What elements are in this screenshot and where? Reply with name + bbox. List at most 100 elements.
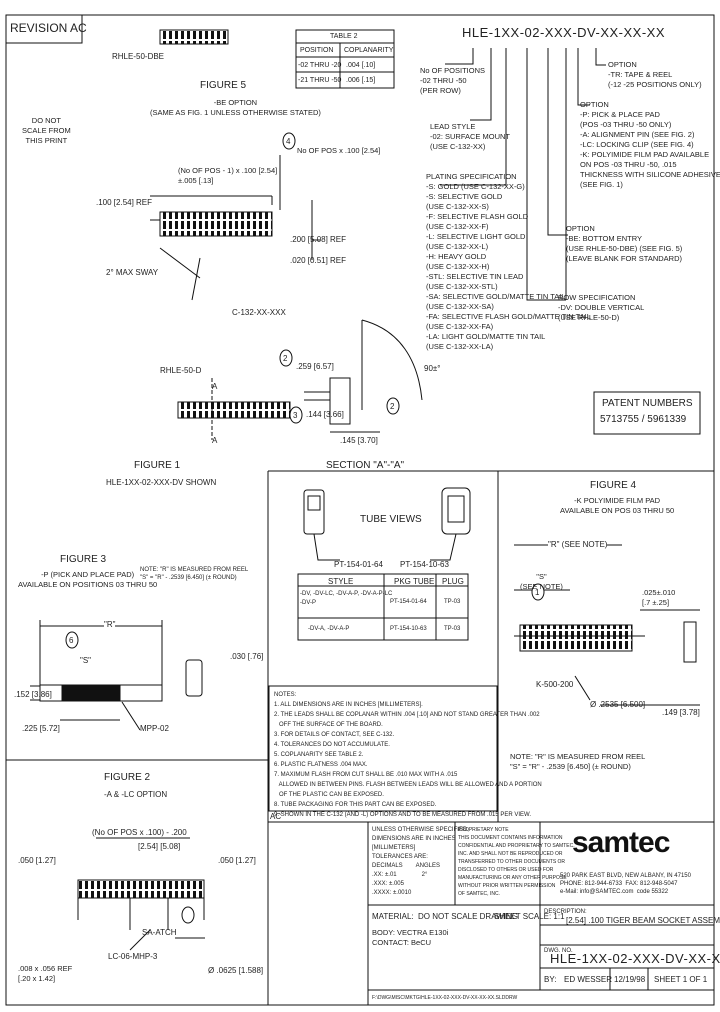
tube-table-header: PKG TUBE — [394, 577, 435, 586]
tube-right-label: PT-154-10-63 — [400, 560, 449, 569]
rev-tag: AC — [270, 812, 282, 821]
tube-table-cell: -DV-A, -DV-A-P — [308, 626, 350, 632]
table2-title: TABLE 2 — [330, 33, 358, 40]
callout-option-tr: OPTION -TR: TAPE & REEL (-12 -25 POSITIO… — [608, 60, 702, 89]
figure1-subtitle: HLE-1XX-02-XXX-DV SHOWN — [106, 478, 217, 487]
figure3-subtitle: -P (PICK AND PLACE PAD) AVAILABLE ON POS… — [18, 570, 158, 589]
figure2-part1: SA-ATCH — [142, 928, 177, 937]
tube-table-cell: TP-03 — [444, 599, 461, 605]
samtec-logo: samtec — [572, 826, 670, 859]
figure2-title: FIGURE 2 — [104, 772, 151, 783]
figure5-ref2: .200 [5.08] REF — [290, 235, 347, 244]
company-address: 520 PARK EAST BLVD, NEW ALBANY, IN 47150… — [560, 873, 691, 895]
figure5-subtitle: -BE OPTION (SAME AS FIG. 1 UNLESS OTHERW… — [150, 98, 321, 117]
tube-table-cell: TP-03 — [444, 626, 461, 632]
balloon-number: 2 — [283, 354, 288, 363]
figure1-angle: 90±° — [424, 364, 441, 373]
figure1-title: FIGURE 1 — [134, 460, 181, 471]
table2-header-position: POSITION — [300, 47, 334, 54]
revision-label: REVISION AC — [10, 21, 87, 35]
figure2-dim3: .050 [1.27] — [18, 856, 56, 865]
tube-table-header: PLUG — [442, 577, 464, 586]
callout-option-be: OPTION -BE: BOTTOM ENTRY (USE RHLE-50-DB… — [566, 224, 683, 263]
figure2-dim1: (No OF POS x .100) - .200 — [92, 828, 187, 837]
tube-table-cell: PT-154-01-64 — [390, 599, 427, 605]
figure1-section-mark: A — [212, 436, 218, 445]
figure3-title: FIGURE 3 — [60, 554, 107, 565]
callout-lead-style: LEAD STYLE -02: SURFACE MOUNT (USE C-132… — [430, 122, 511, 151]
drawn-by-label: BY: — [544, 975, 557, 984]
figure1-dim-h: .259 [6.57] — [296, 362, 334, 371]
figure4-dim-r: "R" (SEE NOTE) — [548, 540, 608, 549]
balloon-number: 6 — [69, 636, 74, 645]
patent-box — [593, 391, 701, 435]
part-number-pattern: HLE-1XX-02-XXX-DV-XX-XX-XX — [462, 25, 666, 40]
figure1-section-mark: A — [212, 382, 218, 391]
tube-views-title: TUBE VIEWS — [360, 514, 422, 525]
figure2-dim4: .050 [1.27] — [218, 856, 256, 865]
figure3-dim-t: .030 [.76] — [230, 652, 264, 661]
figure3-part: MPP-02 — [140, 724, 169, 733]
file-path: F:\DWG\MISC\MKTG\HLE-1XX-02-XXX-DV-XX-XX… — [372, 995, 518, 1001]
tube-left-label: PT-154-01-64 — [334, 560, 383, 569]
figure4-note: NOTE: "R" IS MEASURED FROM REEL "S" = "R… — [510, 752, 646, 771]
do-not-scale-note: DO NOT SCALE FROM THIS PRINT — [22, 116, 71, 145]
tolerance-block: UNLESS OTHERWISE SPECIFIED, DIMENSIONS A… — [372, 827, 469, 896]
figure2-dim2: [2.54] [5.08] — [138, 842, 181, 851]
figure5-dim1: No OF POS x .100 [2.54] — [297, 146, 381, 155]
figure3-dim-r: "R" — [104, 620, 116, 629]
figure5-contact: C-132-XX-XXX — [232, 308, 286, 317]
table2-cell: .006 [.15] — [346, 77, 376, 84]
figure4-dim-s: "S" (SEE NOTE) — [520, 572, 563, 591]
figure5-ref1: .100 [2.54] REF — [96, 198, 153, 207]
tube-table-header: STYLE — [328, 577, 354, 586]
figure4-subtitle: -K POLYIMIDE FILM PAD AVAILABLE ON POS 0… — [560, 496, 675, 515]
table2-header-coplanarity: COPLANARITY — [344, 47, 394, 54]
figure4-title: FIGURE 4 — [590, 480, 637, 491]
figure3-note: NOTE: "R" IS MEASURED FROM REEL "S" = "R… — [140, 567, 249, 581]
tube-table-cell: -DV, -DV-LC, -DV-A-P, -DV-A-P-LC -DV-P — [300, 591, 393, 606]
figure3-dim-s: "S" — [80, 656, 92, 665]
table2-cell: -02 THRU -20 — [298, 62, 342, 69]
material-label: MATERIAL: — [372, 912, 414, 921]
sheet-number: SHEET 1 OF 1 — [654, 975, 708, 984]
figure1-dim-w: .144 [3.66] — [306, 410, 344, 419]
drawn-by: ED WESSER — [564, 975, 613, 984]
balloon-number: 2 — [390, 402, 395, 411]
figure3-dim-b: .225 [5.72] — [22, 724, 60, 733]
balloon-number: 1 — [535, 588, 540, 597]
figure5-part: RHLE-50-DBE — [112, 52, 165, 61]
dwg-number: HLE-1XX-02-XXX-DV-XX-XX-XX — [550, 951, 720, 966]
do-not-scale-drawing: DO NOT SCALE DRAWING — [418, 912, 519, 921]
material-value: BODY: VECTRA E130i CONTACT: BeCU — [372, 928, 449, 947]
figure4-dim-thk: .025±.010 [.7 ±.25] — [642, 588, 676, 607]
callout-option-mid: OPTION -P: PICK & PLACE PAD (POS -03 THR… — [580, 100, 720, 189]
drawing-date: 12/19/98 — [614, 975, 646, 984]
general-notes: NOTES: 1. ALL DIMENSIONS ARE IN INCHES [… — [274, 692, 542, 818]
dwg-no-label: DWG. NO. — [544, 948, 573, 954]
figure4-dim-h: .149 [3.78] — [662, 708, 700, 717]
figure5-dim2: (No OF POS - 1) x .100 [2.54] ±.005 [.13… — [178, 166, 278, 185]
sheet-border — [5, 14, 715, 1006]
figure2-subtitle: -A & -LC OPTION — [104, 790, 168, 799]
figure2-dim6: Ø .0625 [1.588] — [208, 966, 264, 975]
figure1-part: RHLE-50-D — [160, 366, 202, 375]
balloon-number: 3 — [293, 411, 298, 420]
callout-plating: PLATING SPECIFICATION -S: GOLD (USE C-13… — [426, 172, 591, 351]
proprietary-note: PROPRIETARY NOTE THIS DOCUMENT CONTAINS … — [458, 827, 575, 897]
patent-numbers: 5713755 / 5961339 — [600, 414, 687, 425]
figure4-part: K-500-200 — [536, 680, 574, 689]
balloon-number: 4 — [286, 137, 291, 146]
table2-cell: .004 [.10] — [346, 62, 376, 69]
figure2-dim5: .008 x .056 REF [.20 x 1.42] — [18, 964, 73, 983]
sheet-scale: SHEET SCALE: 1:1 — [494, 912, 565, 921]
revision-box — [5, 14, 83, 44]
figure1-dim-b: .145 [3.70] — [340, 436, 378, 445]
description-label: DESCRIPTION: — [544, 909, 587, 915]
description: [2.54] .100 TIGER BEAM SOCKET ASSEMBLY — [566, 916, 720, 925]
section-label: SECTION "A"-"A" — [326, 460, 405, 471]
callout-positions: No OF POSITIONS -02 THRU -50 (PER ROW) — [420, 66, 486, 95]
tube-table-cell: PT-154-10-63 — [390, 626, 427, 632]
figure5-ref3: .020 [0.51] REF — [290, 256, 347, 265]
figure4-dim-dia: Ø .2535 [6.500] — [590, 700, 646, 709]
